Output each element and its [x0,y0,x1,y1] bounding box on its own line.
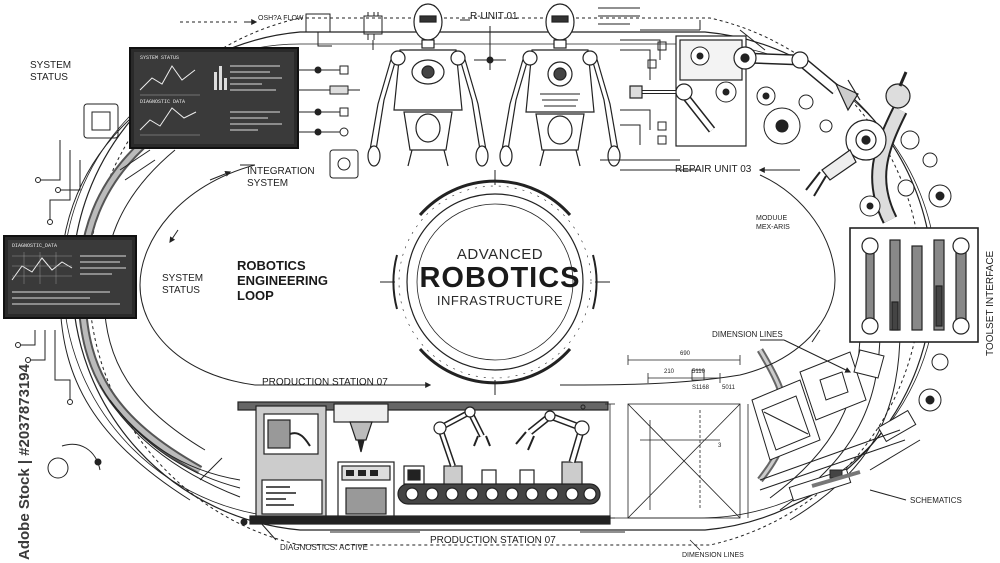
stock-watermark: Adobe Stock | #2037873194 [16,364,33,560]
system-status-label-mid: SYSTEM STATUS [162,273,203,297]
dimension-5011: 5011 [722,382,735,394]
dimension-690: 690 [680,348,690,360]
integration-system-label: INTEGRATION SYSTEM [247,166,315,190]
screen-connectors [298,66,360,136]
schematics-label: SCHEMATICS [910,495,962,507]
dimension-210: 210 [664,366,674,378]
dimension-lines-label-top: DIMENSION LINES [712,329,783,341]
r-unit-label: R-UNIT 01 [470,11,518,23]
center-robotics-text: ROBOTICS [412,262,588,294]
production-station-label-top: PRODUCTION STATION 07 [262,377,388,389]
center-advanced-text: ADVANCED [427,246,573,263]
dimension-5110: 5110 [692,366,705,378]
data-flow-label: OSH?A FLOW [258,13,304,25]
dimension-lines-label-bottom: DIMENSION LINES [682,550,744,562]
system-status-label-top: SYSTEM STATUS [30,60,71,84]
loop-title: ROBOTICS ENGINEERING LOOP [237,258,328,303]
repair-unit-label: REPAIR UNIT 03 [675,164,751,176]
production-station [238,402,610,524]
robotic-arm-right [806,72,951,220]
humanoid-robot-left [368,4,488,166]
dimension-s1168: S1168 [692,382,709,394]
production-station-label-bottom: PRODUCTION STATION 07 [430,535,556,547]
top-screen-subtitle: DIAGNOSTIC DATA [140,99,185,105]
system-status-screen [130,48,298,148]
diagnostics-label: DIAGNOSTICS: ACTIVE [280,542,368,554]
humanoid-robot-right [500,4,620,166]
r-unit-callout [460,20,506,70]
mid-screen-title: DIAGNOSTIC_DATA [12,243,57,249]
module-label: MODUUE MEX-ARIS [756,214,790,232]
toolset-interface-label: TOOLSET INTERFACE [985,251,996,356]
top-screen-title: SYSTEM STATUS [140,55,179,61]
toolset-panel [850,228,978,342]
center-infrastructure-text: INFRASTRUCTURE [412,293,588,308]
dimension-3: 3 [718,440,721,452]
